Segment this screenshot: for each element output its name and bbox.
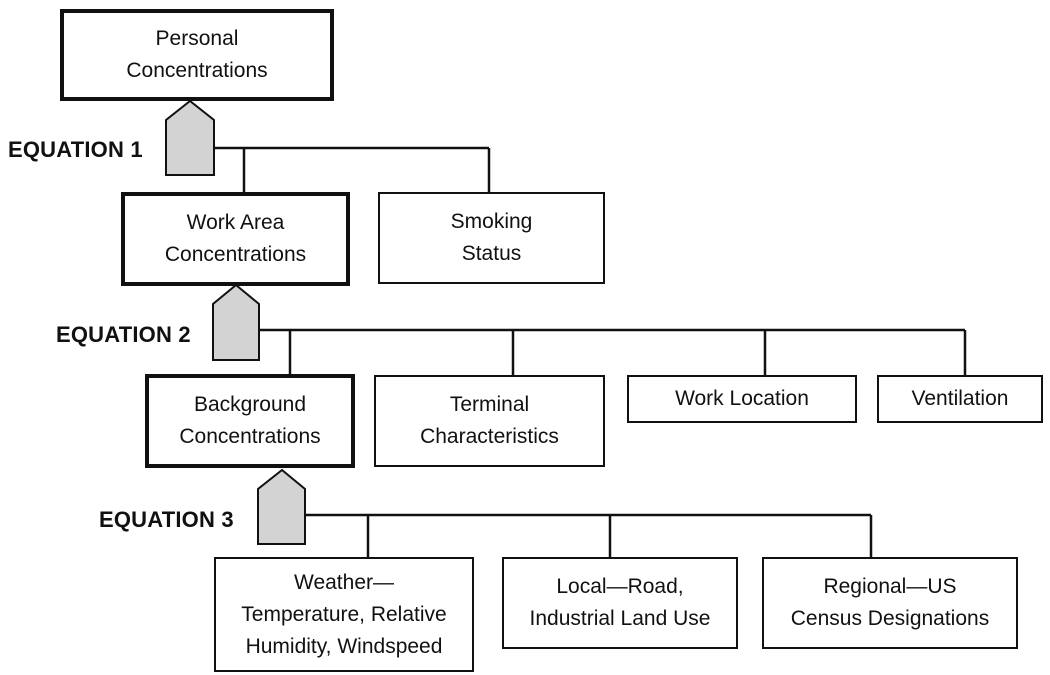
work-area-concentrations-label: Work Area Concentrations: [164, 211, 307, 266]
work-location-box: Work Location: [627, 375, 857, 423]
smoking-status-box: Smoking Status: [378, 192, 605, 284]
work-area-concentrations-box: Work Area Concentrations: [121, 192, 350, 286]
equation-2-label: EQUATION 2: [56, 322, 191, 347]
equation-2-connectors: [259, 328, 967, 376]
equation-3-connectors: [305, 513, 873, 558]
equation-2-arrow: [212, 283, 260, 361]
work-location-label: Work Location: [675, 387, 809, 410]
equation-3-arrow: [257, 468, 306, 545]
terminal-characteristics-box: Terminal Characteristics: [374, 375, 605, 467]
equation-3-label: EQUATION 3: [99, 507, 234, 532]
equation-1-connectors: [214, 146, 491, 193]
equation-1-label: EQUATION 1: [8, 137, 143, 162]
weather-label: Weather— Temperature, Relative Humidity,…: [241, 570, 447, 658]
smoking-status-label: Smoking Status: [450, 210, 533, 265]
equation-1-arrow: [165, 99, 215, 176]
ventilation-label: Ventilation: [911, 387, 1009, 410]
background-concentrations-box: Background Concentrations: [145, 374, 355, 468]
local-road-box: Local—Road, Industrial Land Use: [502, 557, 738, 649]
weather-box: Weather— Temperature, Relative Humidity,…: [214, 557, 474, 672]
terminal-characteristics-label: Terminal Characteristics: [420, 393, 559, 448]
regional-census-box: Regional—US Census Designations: [762, 557, 1018, 649]
local-road-label: Local—Road, Industrial Land Use: [529, 575, 711, 630]
ventilation-box: Ventilation: [877, 375, 1043, 423]
regional-census-label: Regional—US Census Designations: [790, 575, 990, 630]
background-concentrations-label: Background Concentrations: [179, 393, 321, 448]
personal-concentrations-label: Personal Concentrations: [126, 27, 268, 82]
personal-concentrations-box: Personal Concentrations: [60, 9, 334, 101]
